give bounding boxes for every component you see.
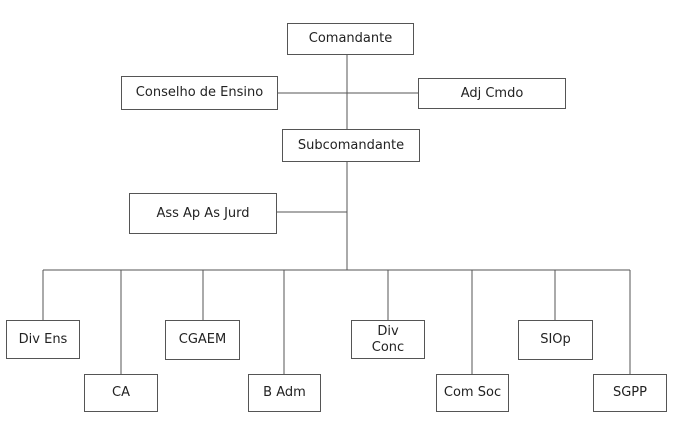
node-siop: SIOp: [518, 320, 593, 360]
node-div-ens: Div Ens: [6, 320, 80, 359]
node-b-adm: B Adm: [248, 374, 321, 412]
node-adj-cmdo: Adj Cmdo: [418, 78, 566, 109]
node-sgpp: SGPP: [593, 374, 667, 412]
node-subcomandante: Subcomandante: [282, 129, 420, 162]
node-div-conc: Div Conc: [351, 320, 425, 359]
node-ass-ap-as-jurd: Ass Ap As Jurd: [129, 193, 277, 234]
node-conselho-de-ensino: Conselho de Ensino: [121, 76, 278, 110]
node-comandante: Comandante: [287, 23, 414, 55]
node-ca: CA: [84, 374, 158, 412]
node-com-soc: Com Soc: [436, 374, 509, 412]
node-cgaem: CGAEM: [165, 320, 240, 360]
